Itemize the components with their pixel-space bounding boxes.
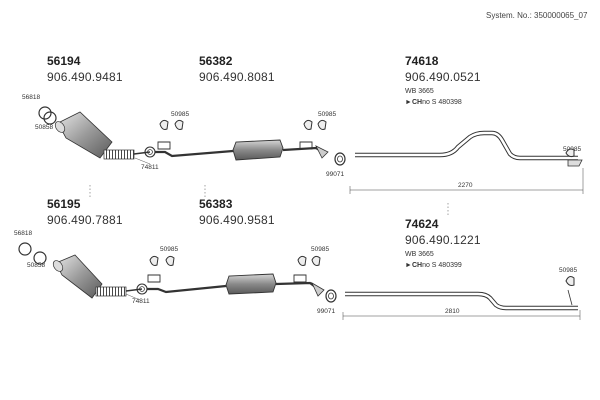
- hangers-top-right: [299, 119, 327, 150]
- group-separators: [89, 185, 449, 216]
- group-id-56195: 56195: [47, 197, 81, 211]
- group-id-74624: 74624: [405, 217, 439, 231]
- ch-label-74624: ►CHno S 480399: [405, 262, 462, 269]
- catalytic-converter-top: [38, 106, 151, 165]
- hangers-bottom-right: [293, 255, 321, 283]
- part-number-74624: 906.490.1221: [405, 233, 481, 247]
- wb-label-74624: WB 3665: [405, 251, 434, 258]
- dimension-top: 2270: [458, 182, 473, 189]
- callout-50985-bottom-1: 50985: [160, 246, 179, 253]
- hangers-bottom-left: [147, 255, 175, 283]
- callout-50985-top-1: 50985: [171, 111, 190, 118]
- part-number-74618: 906.490.0521: [405, 70, 481, 84]
- callout-50858-top: 50858: [35, 124, 54, 131]
- group-id-74618: 74618: [405, 54, 439, 68]
- middle-pipe-top: [155, 139, 329, 161]
- arrow-icon: ►: [405, 99, 412, 106]
- dimension-bottom: 2810: [445, 308, 460, 315]
- tail-pipe-top: [349, 130, 584, 194]
- ch-code: CH: [411, 262, 423, 269]
- catalytic-converter-bottom: [18, 242, 143, 301]
- middle-pipe-bottom: [147, 273, 325, 297]
- callout-56818-bottom: 56818: [14, 230, 33, 237]
- part-number-56194: 906.490.9481: [47, 70, 123, 84]
- system-number: System. No.: 350000065_07: [486, 11, 588, 20]
- arrow-icon: ►: [405, 262, 412, 269]
- tail-pipe-bottom: [342, 276, 581, 320]
- ch-label-74618: ►CHno S 480398: [405, 99, 462, 106]
- callout-74811-top: 74811: [141, 164, 159, 171]
- group-id-56382: 56382: [199, 54, 233, 68]
- ch-code: CH: [411, 99, 423, 106]
- group-id-56383: 56383: [199, 197, 233, 211]
- part-number-56195: 906.490.7881: [47, 213, 123, 227]
- callout-50858-bottom: 50858: [27, 262, 46, 269]
- callout-50985-top-2: 50985: [318, 111, 337, 118]
- part-number-56382: 906.490.8081: [199, 70, 275, 84]
- callout-50985-bottom-2: 50985: [311, 246, 330, 253]
- hangers-top-left: [157, 119, 184, 150]
- ch-number: no S 480398: [422, 99, 462, 106]
- callout-99071-top: 99071: [326, 171, 345, 178]
- callout-74811-bottom: 74811: [132, 298, 150, 305]
- callout-56818-top: 56818: [22, 94, 41, 101]
- ch-number: no S 480399: [422, 262, 462, 269]
- callout-50985-bottom-3: 50985: [559, 267, 578, 274]
- group-id-56194: 56194: [47, 54, 81, 68]
- callout-99071-bottom: 99071: [317, 308, 336, 315]
- wb-label-74618: WB 3665: [405, 88, 434, 95]
- clamp-99071-bottom: [325, 289, 337, 303]
- part-number-56383: 906.490.9581: [199, 213, 275, 227]
- clamp-99071-top: [334, 152, 346, 166]
